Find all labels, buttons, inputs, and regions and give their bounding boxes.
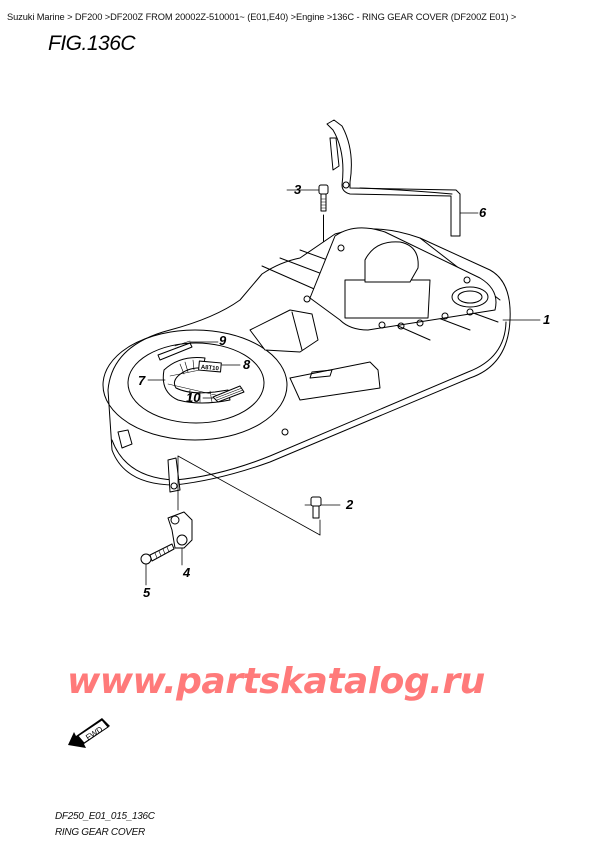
callout-9: 9 (219, 333, 227, 348)
breadcrumb-item-df200[interactable]: DF200 (74, 12, 103, 22)
callout-3: 3 (294, 182, 302, 197)
breadcrumb-separator: > (324, 12, 333, 22)
callout-2: 2 (346, 497, 354, 512)
part-9-decal[interactable] (157, 340, 193, 361)
breadcrumb-separator: > (102, 12, 111, 22)
breadcrumb-separator: > (288, 12, 296, 22)
callout-7: 7 (138, 373, 146, 388)
breadcrumb-separator: > (64, 12, 75, 22)
part-1-ring-gear-cover[interactable] (102, 227, 511, 493)
svg-text:A8T10: A8T10 (201, 365, 220, 373)
part-10-decal[interactable] (212, 385, 245, 403)
callout-8: 8 (243, 357, 251, 372)
figure-code: DF250_E01_015_136C (55, 811, 155, 822)
part-4-bracket[interactable] (167, 511, 193, 549)
callout-6: 6 (479, 205, 487, 220)
callout-10: 10 (186, 390, 201, 405)
part-5-bolt[interactable] (140, 543, 175, 565)
watermark: www.partskatalog.ru (67, 661, 485, 702)
part-2-bolt[interactable] (310, 496, 322, 519)
leader-lines (145, 189, 541, 586)
part-6-bracket-arm[interactable] (326, 119, 461, 237)
figure-title: FIG.136C (48, 32, 136, 55)
callout-1: 1 (543, 312, 551, 327)
breadcrumb-item-engine[interactable]: Engine (295, 12, 325, 22)
breadcrumb-item-suzuki-marine[interactable]: Suzuki Marine (7, 12, 65, 22)
callout-4: 4 (183, 565, 191, 580)
fwd-arrow-icon: FWD (68, 718, 110, 748)
callout-5: 5 (143, 585, 151, 600)
breadcrumb-item-df200z[interactable]: DF200Z FROM 20002Z-510001~ (E01,E40) (110, 12, 289, 22)
breadcrumb: Suzuki Marine > DF200 >DF200Z FROM 20002… (7, 12, 516, 22)
breadcrumb-item-136c[interactable]: 136C - RING GEAR COVER (DF200Z E01) (332, 12, 509, 22)
breadcrumb-separator: > (508, 12, 517, 22)
part-8-decal[interactable]: A8T10 (198, 360, 222, 373)
figure-name: RING GEAR COVER (55, 827, 145, 838)
